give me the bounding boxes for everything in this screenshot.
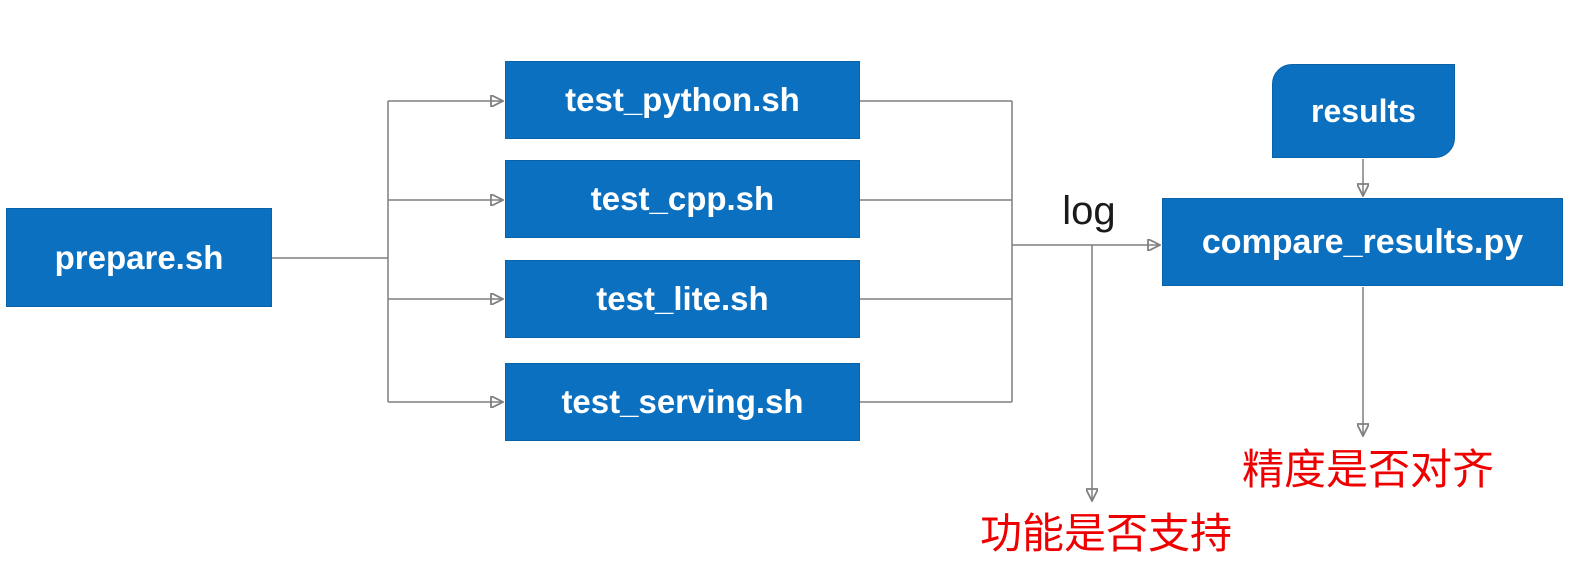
node-results: results [1272, 64, 1455, 158]
node-test-serving-sh: test_serving.sh [505, 363, 860, 441]
node-test-lite-sh-label: test_lite.sh [596, 280, 769, 317]
node-compare-results-py: compare_results.py [1162, 198, 1563, 286]
node-prepare-sh-label: prepare.sh [54, 238, 224, 276]
node-test-cpp-sh-label: test_cpp.sh [590, 180, 775, 217]
edge-label-log: log [1062, 189, 1116, 233]
node-test-lite-sh: test_lite.sh [505, 260, 860, 338]
node-test-serving-sh-label: test_serving.sh [561, 383, 804, 420]
node-test-python-sh-label: test_python.sh [565, 81, 800, 118]
annotation-feature-support: 功能是否支持 [979, 510, 1232, 557]
node-compare-results-py-label: compare_results.py [1201, 222, 1524, 261]
node-results-label: results [1311, 92, 1416, 129]
annotation-precision-aligned: 精度是否对齐 [1241, 446, 1494, 493]
node-test-python-sh: test_python.sh [505, 61, 860, 139]
node-test-cpp-sh: test_cpp.sh [505, 160, 860, 238]
node-prepare-sh: prepare.sh [6, 208, 272, 307]
